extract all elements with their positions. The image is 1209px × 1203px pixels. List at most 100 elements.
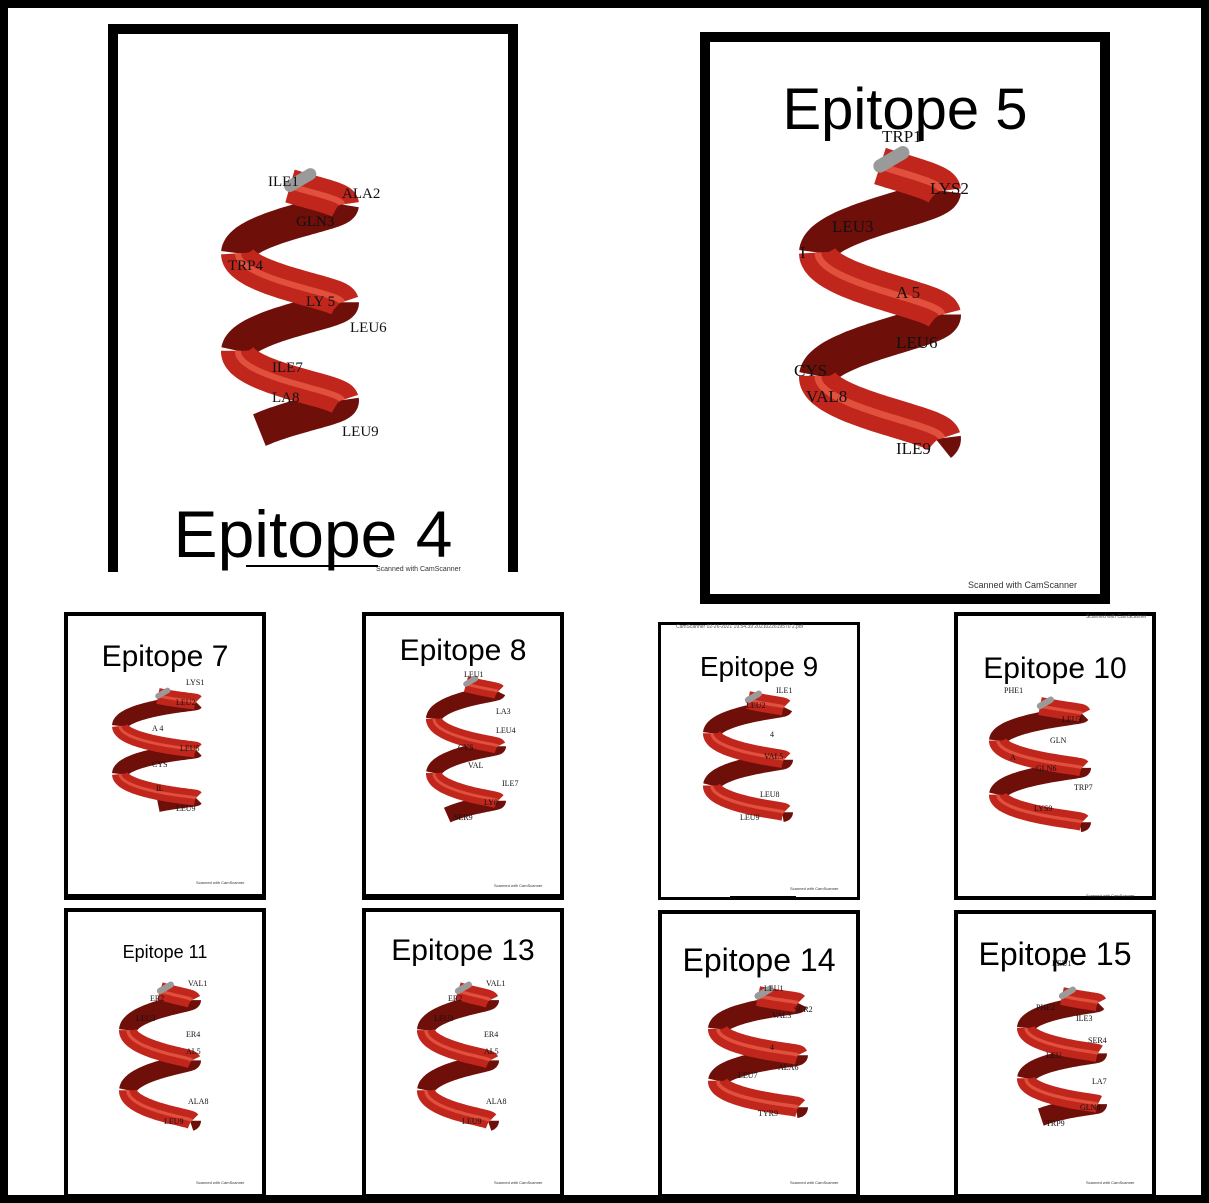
helix-ribbon-highlight [289, 183, 346, 207]
scanner-footnote: Scanned with CamScanner [1086, 1180, 1135, 1185]
residue-label: LA8 [272, 390, 300, 406]
helix-ribbon-highlight [234, 349, 345, 403]
residue-label: LEU5 [180, 744, 200, 753]
epitope-title: Epitope 10 [983, 652, 1127, 685]
residue-label: ALA6 [778, 1063, 798, 1072]
residue-label: LA7 [1092, 1077, 1107, 1086]
residue-label: LEU9 [342, 424, 379, 440]
residue-label: ILE1 [776, 686, 792, 695]
epitope-title: Epitope 5 [782, 77, 1028, 142]
home-indicator-bar [1022, 898, 1088, 900]
helix-ribbon-highlight [118, 725, 198, 752]
residue-label: TRP1 [882, 127, 922, 146]
helix-ribbon-highlight [710, 784, 786, 814]
residue-label: LEU8 [760, 790, 780, 799]
home-indicator-bar [430, 1196, 496, 1198]
helix-ribbon-back [480, 1112, 499, 1131]
residue-label: GLN3 [296, 214, 334, 230]
residue-label: ER4 [186, 1030, 200, 1039]
helix-ribbon-highlight [878, 162, 946, 194]
residue-label: LY8 [484, 798, 498, 807]
residue-label: VAL1 [188, 979, 207, 988]
residue-label: ER2 [448, 994, 462, 1003]
home-indicator-bar [730, 896, 796, 898]
helix-ribbon-highlight [710, 732, 786, 762]
helix-ribbon-highlight [1024, 1027, 1100, 1055]
residue-label: VAL3 [772, 1011, 791, 1020]
n-terminus-tube [454, 981, 472, 995]
helix-ribbon-highlight [118, 773, 198, 800]
scanner-footnote: Scanned with CamScanner [196, 1180, 245, 1185]
residue-label: LEU3 [1062, 715, 1082, 724]
scanner-footnote: Scanned with CamScanner [790, 1180, 839, 1185]
residue-label: ILE1 [268, 174, 299, 190]
residue-label: TRP9 [1046, 1119, 1065, 1128]
helix-ribbon-highlight [424, 1089, 492, 1123]
residue-label: GLN8 [1080, 1103, 1100, 1112]
helix-ribbon-highlight [814, 374, 946, 441]
helix-ribbon-highlight [432, 718, 500, 748]
residue-label: AL5 [186, 1047, 201, 1056]
residue-label: AL5 [484, 1047, 499, 1056]
residue-label: A 5 [896, 283, 920, 302]
residue-label: VAL5 [764, 752, 783, 761]
home-indicator-bar [132, 1196, 198, 1198]
residue-label: LEU9 [164, 1117, 184, 1126]
residue-label: SER4 [1088, 1036, 1107, 1045]
helix-ribbon-front [426, 766, 506, 809]
residue-label: ER2 [150, 994, 164, 1003]
scanner-footnote: Scanned with CamScanner [494, 1180, 543, 1185]
residue-label: LEU1 [764, 984, 784, 993]
helix-ribbon-highlight [1024, 1077, 1100, 1106]
helix-ribbon-highlight [747, 698, 786, 709]
residue-label: VAL1 [486, 979, 505, 988]
residue-label: LEU9 [176, 804, 196, 813]
residue-label: A 4 [152, 724, 163, 733]
epitope-title: Epitope 13 [391, 934, 535, 967]
helix-ribbon-highlight [126, 1029, 194, 1062]
residue-label: LEU9 [462, 1117, 482, 1126]
scanner-footnote: Scanned with CamScanner [196, 880, 245, 885]
helix-ribbon-back [799, 296, 961, 394]
epitope-title: Epitope 4 [173, 497, 453, 571]
scanner-footnote: Scanned with CamScanner [494, 883, 543, 888]
residue-label: GLN6 [1036, 764, 1056, 773]
n-terminus-tube [1036, 696, 1054, 710]
residue-label: ALA8 [486, 1097, 506, 1106]
home-indicator-bar [1022, 1196, 1088, 1198]
residue-label: ER4 [484, 1030, 498, 1039]
residue-label: LEU1 [1052, 959, 1072, 968]
residue-label: ILE7 [502, 779, 518, 788]
helix-ribbon-back [245, 383, 359, 446]
residue-label: LEU3 [832, 217, 874, 236]
pdf-header-strip: Scanned with CamScanner [1086, 614, 1147, 620]
home-indicator-bar [726, 1196, 792, 1198]
residue-label: 4 [770, 1043, 774, 1052]
residue-label: 4 [770, 730, 774, 739]
residue-label: LYS9 [1034, 804, 1052, 813]
residue-label: VAL8 [806, 387, 847, 406]
helix-ribbon-highlight [716, 1028, 800, 1057]
residue-label: LEU9 [740, 813, 760, 822]
residue-label: ILE7 [272, 360, 303, 376]
residue-label: LA3 [496, 707, 511, 716]
residue-label: ILE3 [1076, 1014, 1092, 1023]
residue-label: ILE9 [896, 439, 931, 458]
residue-label: CYS [152, 760, 168, 769]
residue-label: LEU1 [464, 670, 484, 679]
pdf-header-strip: CamScanner 02-26-2021 19.54.39 202102261… [676, 624, 804, 630]
helix-ribbon-highlight [234, 251, 345, 305]
helix-ribbon-back [921, 420, 961, 462]
residue-label: TRP4 [228, 258, 264, 274]
n-terminus-tube [754, 985, 774, 1000]
epitope-title: Epitope 9 [699, 651, 819, 682]
home-indicator-bar [132, 896, 198, 898]
helix-ribbon-highlight [1061, 994, 1100, 1005]
helix-ribbon-highlight [432, 772, 500, 803]
helix-ribbon-highlight [126, 1089, 194, 1123]
helix-ribbon-highlight [424, 1029, 492, 1062]
residue-label: LEU3 [434, 1014, 454, 1023]
n-terminus-tube [284, 168, 317, 192]
epitope-title: Epitope 11 [122, 942, 208, 962]
